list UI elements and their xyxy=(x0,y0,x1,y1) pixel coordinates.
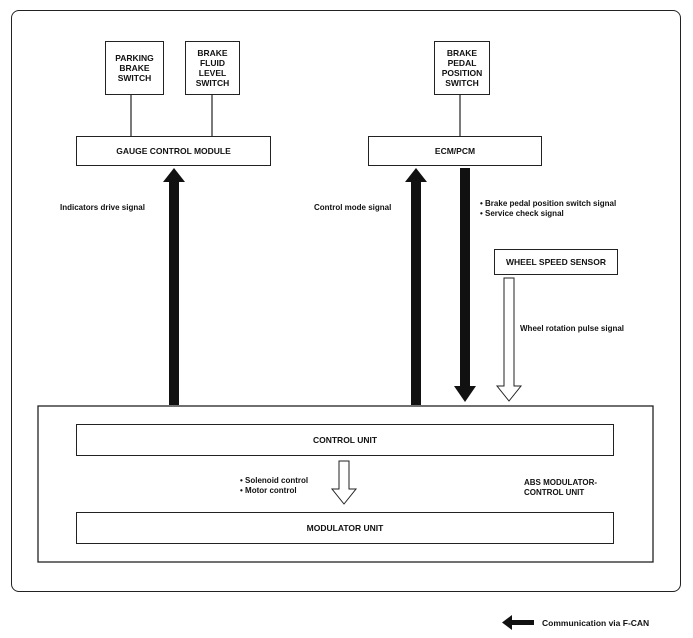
wheel-rotation-arrow xyxy=(495,277,523,402)
ecm-pcm-module: ECM/PCM xyxy=(368,136,542,166)
legend-label: Communication via F-CAN xyxy=(542,618,650,628)
control-mode-arrow xyxy=(405,168,427,405)
diagram-frame xyxy=(11,10,681,592)
brake-pedal-position-switch: BRAKE PEDAL POSITION SWITCH xyxy=(434,41,490,95)
indicators-drive-arrow xyxy=(163,168,185,405)
legend-arrow-icon xyxy=(502,615,534,630)
gauge-control-module: GAUGE CONTROL MODULE xyxy=(76,136,271,166)
solenoid-motor-label: • Solenoid control • Motor control xyxy=(240,476,309,495)
abs-modulator-box xyxy=(37,405,654,563)
wheel-speed-sensor: WHEEL SPEED SENSOR xyxy=(494,249,618,275)
abs-modulator-label: ABS MODULATOR- CONTROL UNIT xyxy=(524,478,598,497)
wheel-rotation-label: Wheel rotation pulse signal xyxy=(520,324,625,333)
brake-pedal-service-label: • Brake pedal position switch signal • S… xyxy=(480,199,617,218)
brake-pedal-signal-arrow xyxy=(454,168,476,402)
modulator-unit: MODULATOR UNIT xyxy=(76,512,614,544)
control-unit: CONTROL UNIT xyxy=(76,424,614,456)
indicators-drive-label: Indicators drive signal xyxy=(60,203,145,212)
parking-brake-switch: PARKING BRAKE SWITCH xyxy=(105,41,164,95)
control-mode-label: Control mode signal xyxy=(314,203,392,212)
brake-fluid-level-switch: BRAKE FLUID LEVEL SWITCH xyxy=(185,41,240,95)
solenoid-motor-arrow xyxy=(330,460,358,505)
